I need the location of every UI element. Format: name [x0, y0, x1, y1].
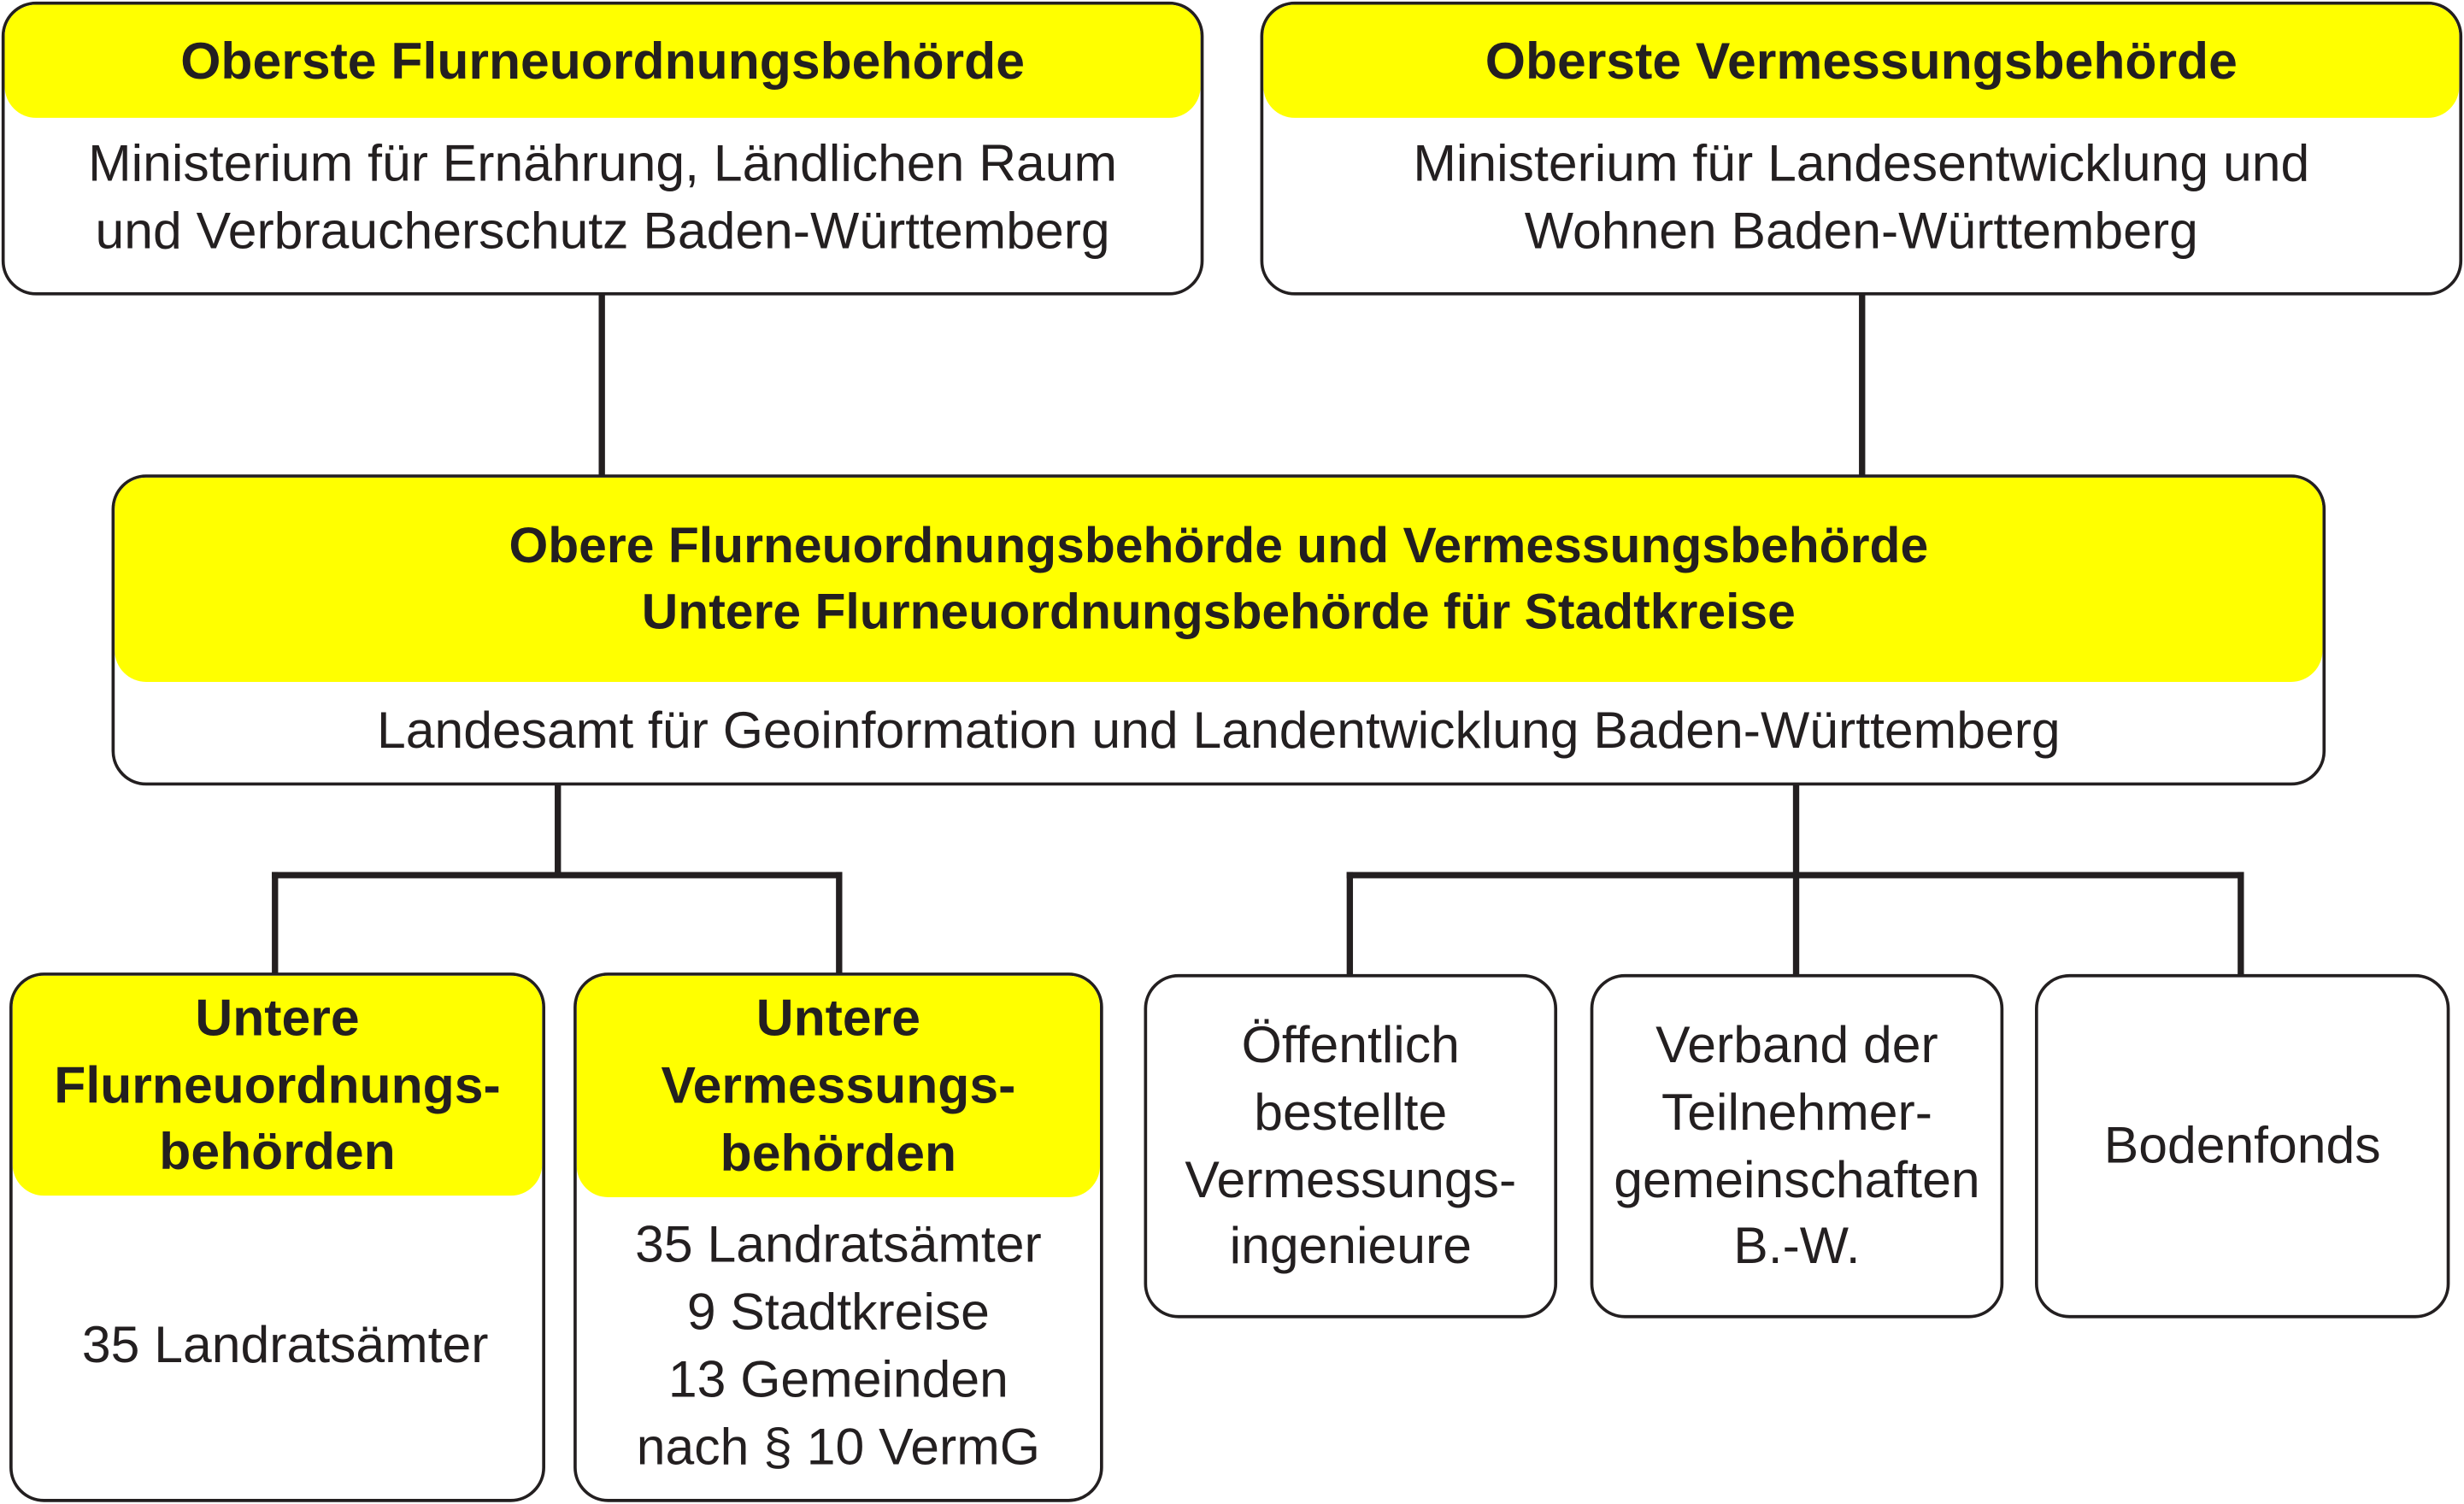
box-text: Teilnehmer-: [1661, 1082, 1932, 1141]
box-title: Vermessungs-: [661, 1055, 1016, 1114]
connector: [555, 782, 562, 877]
box-text: Landesamt für Geoinformation und Landent…: [377, 701, 2061, 760]
box-title: Untere: [756, 988, 920, 1047]
box-title: Flurneuordnungs-: [54, 1055, 501, 1113]
box-title: behörden: [159, 1122, 396, 1181]
box-verband-teilnehmergemeinschaften: Verband der Teilnehmer- gemeinschaften B…: [1590, 973, 2004, 1319]
box-title: Untere: [195, 987, 360, 1046]
connector: [836, 872, 843, 976]
box-landesamt: Obere Flurneuordnungsbehörde und Vermess…: [111, 474, 2326, 786]
box-title: Oberste Flurneuordnungsbehörde: [4, 4, 1201, 118]
box-text: 9 Stadtkreise: [686, 1282, 990, 1341]
box-bodenfonds: Bodenfonds: [2034, 973, 2450, 1319]
connector: [272, 872, 843, 878]
box-oberste-vermessungsbehoerde: Oberste Vermessungsbehörde Ministerium f…: [1260, 1, 2463, 296]
box-vermessungsingenieure: Öffentlich bestellte Vermessungs- ingeni…: [1144, 973, 1558, 1319]
box-text: ingenieure: [1229, 1216, 1472, 1275]
box-text: 35 Landratsämter: [635, 1214, 1042, 1273]
box-text: 13 Gemeinden: [667, 1349, 1009, 1408]
connector: [1859, 291, 1866, 478]
box-text: gemeinschaften: [1614, 1149, 1980, 1207]
box-title: Untere Flurneuordnungsbehörde für Stadtk…: [641, 583, 1796, 640]
box-title: Obere Flurneuordnungsbehörde und Vermess…: [509, 517, 1929, 574]
box-text: Vermessungs-: [1185, 1149, 1517, 1207]
box-text: Verband der: [1655, 1014, 1938, 1073]
box-text: nach § 10 VermG: [636, 1417, 1040, 1476]
connector: [1346, 872, 2244, 878]
connector: [272, 872, 279, 976]
box-text: Bodenfonds: [2103, 1115, 2381, 1174]
box-text: 35 Landratsämter: [81, 1314, 489, 1373]
box-oberste-flurneuordnungsbehoerde: Oberste Flurneuordnungsbehörde Ministeri…: [1, 1, 1204, 296]
box-untere-vermessungsbehoerden: Untere Vermessungs- behörden 35 Landrats…: [573, 972, 1103, 1502]
box-title: Oberste Vermessungsbehörde: [1263, 4, 2460, 118]
connector: [1792, 782, 1800, 978]
box-text: B.-W.: [1733, 1216, 1861, 1275]
box-title: behörden: [720, 1123, 957, 1182]
box-text: und Verbraucherschutz Baden-Württemberg: [95, 201, 1110, 260]
box-text: bestellte: [1254, 1082, 1448, 1141]
box-untere-flurneuordnungsbehoerden: Untere Flurneuordnungs- behörden 35 Land…: [9, 972, 545, 1502]
box-text: Wohnen Baden-Württemberg: [1524, 201, 2198, 260]
connector: [2238, 872, 2244, 978]
connector: [598, 291, 605, 478]
connector: [1346, 872, 1354, 978]
box-text: Öffentlich: [1241, 1014, 1460, 1073]
box-text: Ministerium für Landesentwicklung und: [1413, 133, 2310, 192]
box-text: Ministerium für Ernährung, Ländlichen Ra…: [88, 133, 1118, 192]
